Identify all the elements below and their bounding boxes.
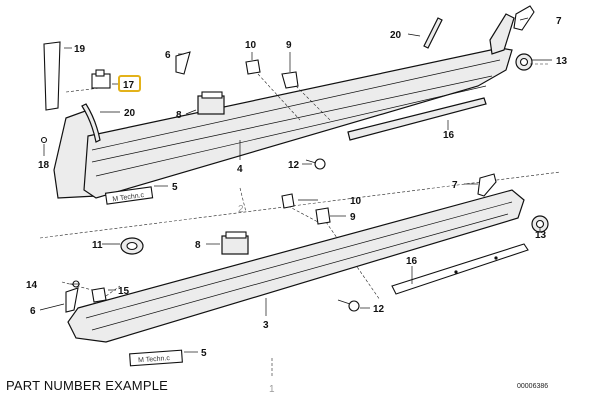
label-4: 4 — [237, 164, 243, 175]
seal-20-left — [81, 103, 101, 143]
screw-12-upper — [305, 158, 326, 170]
label-7-lower: 7 — [452, 180, 458, 191]
cap-7-upper — [513, 5, 535, 31]
emblem-lower: M Techn.c — [129, 349, 183, 367]
caption-text: PART NUMBER EXAMPLE — [6, 378, 169, 393]
label-11: 11 — [92, 240, 103, 251]
trim-strip-upper — [347, 97, 487, 141]
cap-6-upper — [175, 51, 191, 75]
label-7-upper: 7 — [556, 16, 562, 27]
cap-6-lower — [65, 287, 79, 313]
sill-rear-tip-upper — [489, 13, 515, 55]
label-12-lower: 12 — [373, 304, 385, 315]
label-9-lower: 9 — [350, 212, 356, 223]
grommet-13-upper — [515, 53, 533, 71]
emblem-text-lower: M Techn.c — [138, 355, 171, 364]
moulding-strip-20-upper — [423, 17, 443, 49]
label-10-upper: 10 — [245, 40, 257, 51]
strip-hole-2 — [494, 256, 498, 260]
lower-sill-assembly: M Techn.c — [65, 173, 549, 367]
label-17[interactable]: 17 — [123, 80, 135, 91]
leader-lines — [39, 17, 552, 353]
label-1: 1 — [269, 384, 275, 395]
grommet-11 — [120, 237, 144, 255]
label-16-upper: 16 — [443, 130, 455, 141]
label-12-upper: 12 — [288, 160, 300, 171]
side-sill-lower — [67, 189, 525, 343]
label-20-left: 20 — [124, 108, 136, 119]
clip-10-upper — [245, 59, 261, 75]
trim-strip-lower — [391, 243, 529, 295]
label-8-upper: 8 — [176, 110, 182, 121]
label-9-upper: 9 — [286, 40, 292, 51]
label-6-upper: 6 — [165, 50, 171, 61]
reference-code: 00006386 — [517, 383, 549, 390]
block-8-upper — [197, 91, 225, 115]
clip-17 — [91, 69, 111, 89]
label-14: 14 — [26, 280, 38, 291]
clip-9-lower — [315, 207, 331, 225]
cap-7-lower — [477, 173, 497, 197]
strip-hole-1 — [454, 270, 458, 274]
label-6-lower: 6 — [30, 306, 36, 317]
emblem-text-upper: M Techn.c — [112, 192, 145, 203]
label-13-upper: 13 — [556, 56, 568, 67]
label-2: 2 — [238, 204, 244, 215]
label-20-right: 20 — [390, 30, 402, 41]
label-16-lower: 16 — [406, 256, 418, 267]
label-13-lower: 13 — [535, 230, 547, 241]
pin-18 — [40, 136, 48, 144]
upper-sill-assembly: M Techn.c — [40, 5, 535, 205]
clip-10-lower — [281, 193, 295, 209]
screw-12-lower — [337, 299, 360, 312]
label-10-lower: 10 — [350, 196, 362, 207]
bracket-19 — [43, 41, 61, 111]
highlight-box-17 — [118, 75, 141, 92]
label-15: 15 — [118, 286, 130, 297]
label-19: 19 — [74, 44, 86, 55]
label-18: 18 — [38, 160, 50, 171]
label-5-upper: 5 — [172, 182, 178, 193]
label-8-lower: 8 — [195, 240, 201, 251]
label-3: 3 — [263, 320, 269, 331]
clip-9-upper — [281, 71, 299, 89]
block-8-lower — [221, 231, 249, 255]
clip-15 — [91, 287, 107, 303]
emblem-upper: M Techn.c — [104, 186, 154, 205]
callout-labels: 19 17 20 18 6 10 9 8 4 12 5 16 20 7 13 2… — [26, 16, 568, 395]
label-5-lower: 5 — [201, 348, 207, 359]
